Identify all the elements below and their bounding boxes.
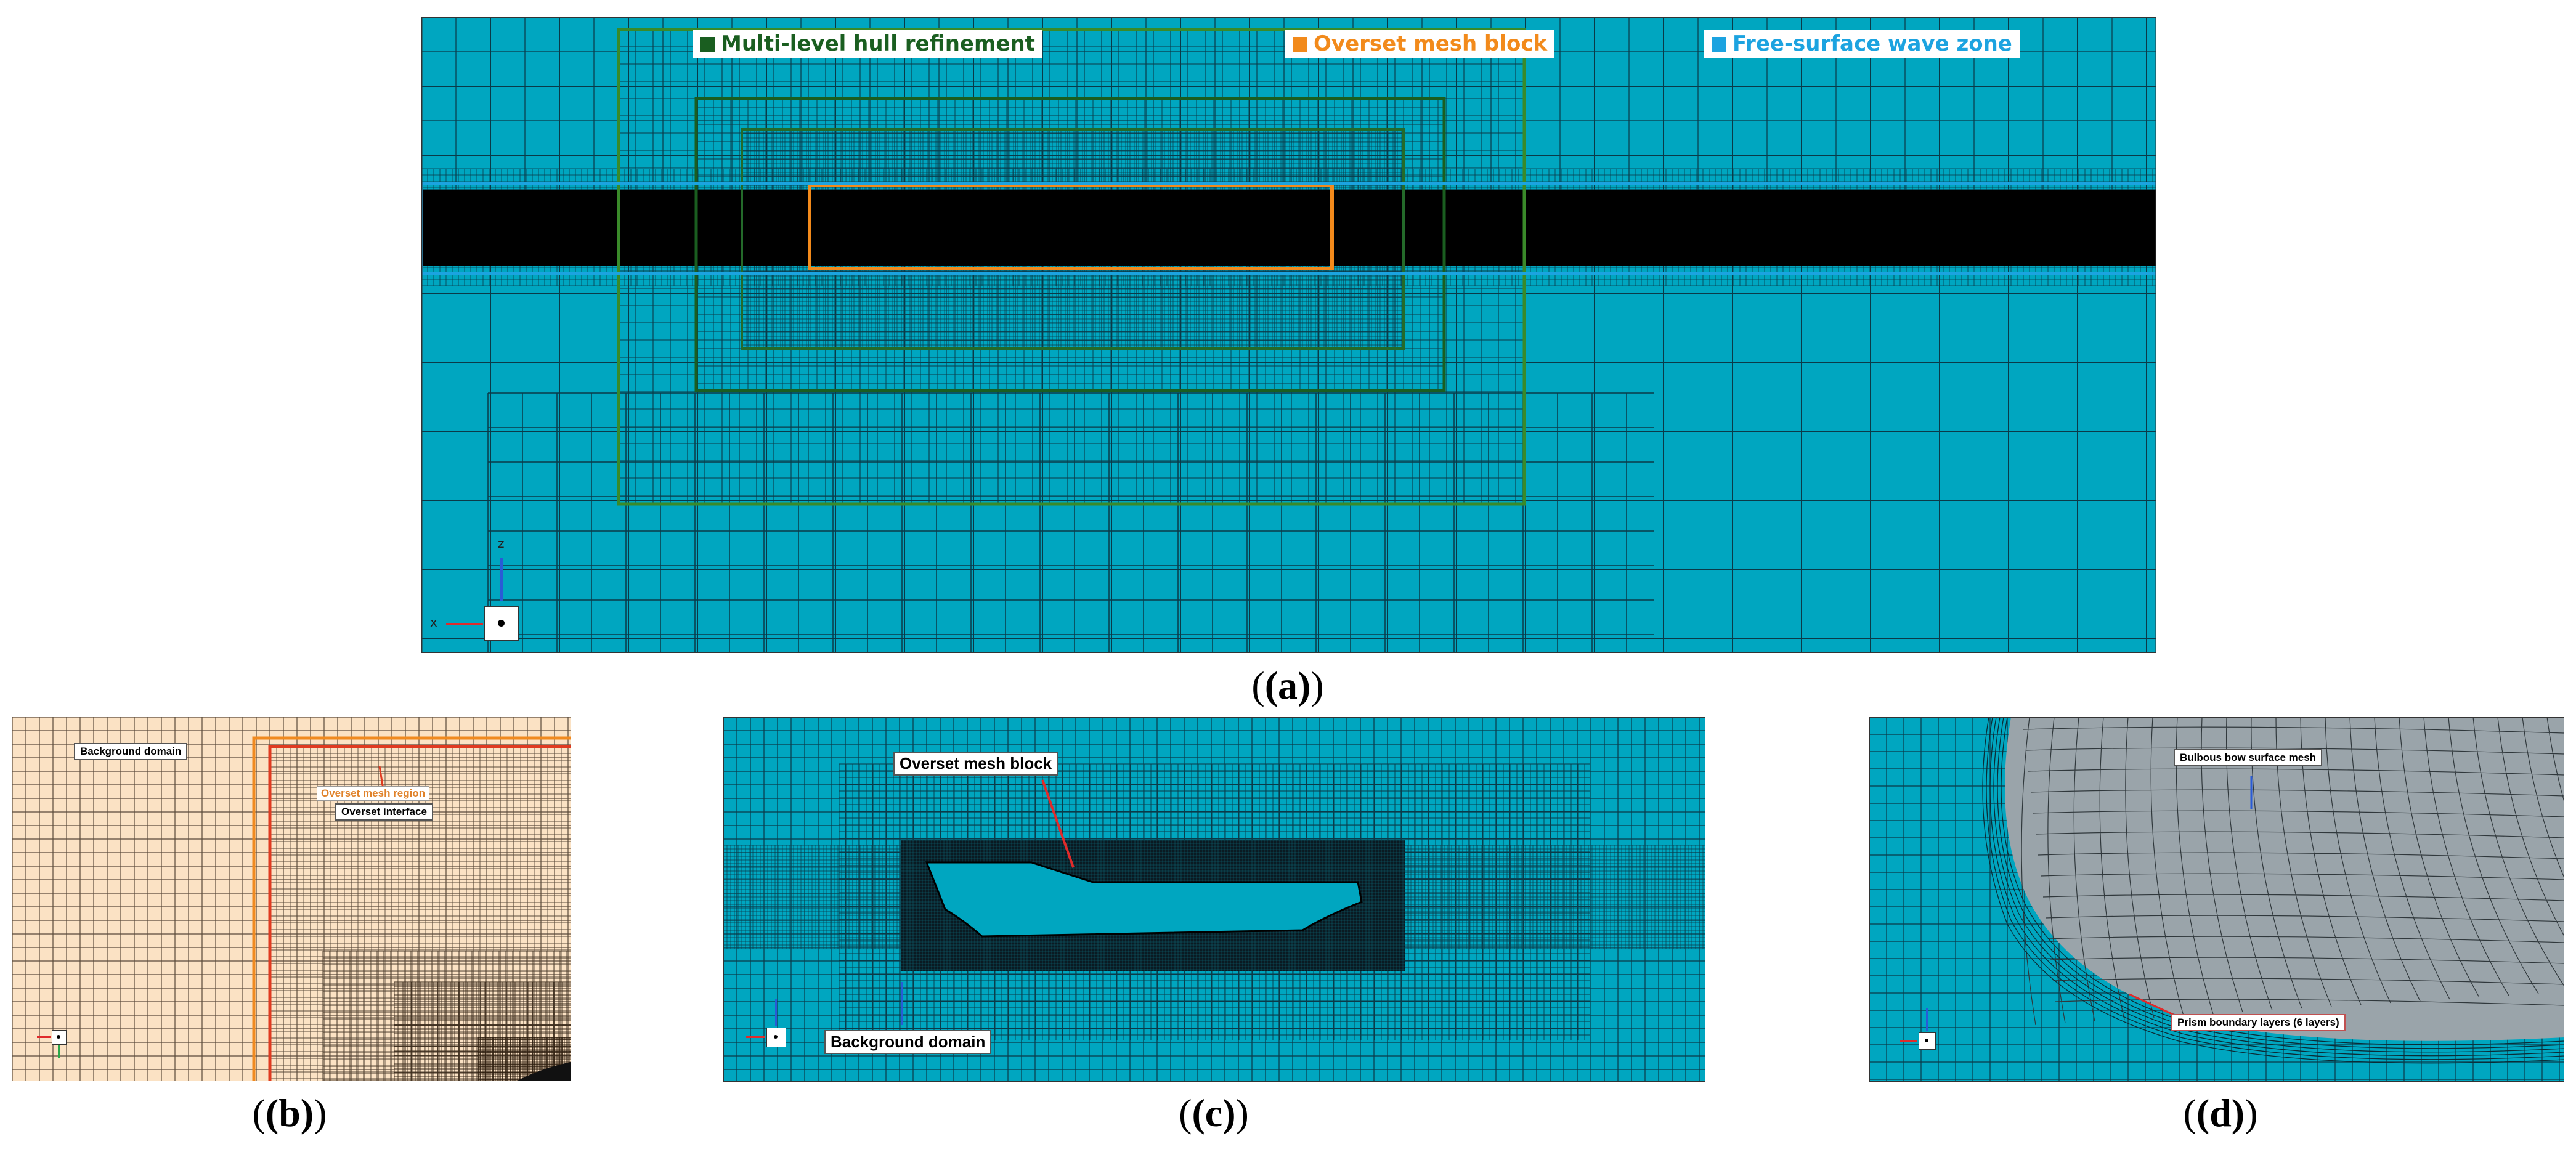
panel-b: Background domain Overset mesh region Ov… [12,717,571,1081]
x-axis-arrow [446,623,483,625]
refinement-step-3 [477,1037,571,1081]
caption-b: ((b)) [252,1091,327,1135]
z-axis-arrow [500,558,503,601]
medium-mesh-lower [487,392,1654,653]
caption-d: ((d)) [2183,1091,2258,1135]
hull-refinement-inner [741,128,1405,350]
x-axis-arrow [746,1036,765,1038]
triad-origin-dot [57,1035,60,1039]
label-background-domain-c: Background domain [824,1030,992,1054]
legend-hull-refinement-label: Multi-level hull refinement [721,31,1035,56]
panel-b-mesh [12,717,571,1081]
prism-layer-line [1993,717,2564,1053]
panel-a: Multi-level hull refinement Overset mesh… [421,17,2156,653]
overset-interface-line [268,745,571,1081]
axis-triad-b [37,1013,86,1068]
legend-swatch-green [700,37,715,52]
label-prism-layers: Prism boundary layers (6 layers) [2171,1014,2346,1031]
refinement-step-2 [394,981,571,1081]
background-domain [421,17,2156,653]
label-overset-mesh-block-c: Overset mesh block [893,752,1058,776]
background-domain-b [12,717,571,1081]
triad-origin-dot [498,620,505,627]
free-surface-wave-zone-outline [421,182,2156,275]
panel-d-mesh [1869,717,2564,1082]
x-axis-label: x [430,615,437,630]
caption-d-letter: (d) [2196,1091,2245,1135]
panel-c: Overset mesh block Background domain [723,717,1705,1082]
hull-surface-mesh [2021,717,2564,1026]
panel-d: Bulbous bow surface mesh Prism boundary … [1869,717,2564,1082]
panel-a-mesh [421,17,2156,653]
legend-swatch-blue [1712,37,1726,52]
caption-a-letter: (a) [1264,663,1311,707]
z-axis-arrow [1926,1008,1928,1031]
hull-tip [518,1062,571,1081]
caption-c-letter: (c) [1192,1091,1236,1135]
medium-mesh-upper [421,17,2156,202]
prism-layer-line [1997,717,2564,1049]
hull-section-c [925,861,1363,938]
legend-overset-block-label: Overset mesh block [1314,31,1548,56]
y-axis-arrow [58,1045,60,1058]
x-axis-arrow [1900,1040,1917,1042]
prism-layer-arrow [2129,993,2178,1018]
axis-triad-c [742,988,803,1056]
legend-hull-refinement: Multi-level hull refinement [693,30,1042,58]
overset-mesh-region-line [252,736,571,1081]
legend-wave-zone-label: Free-surface wave zone [1733,31,2012,56]
caption-a: ((a)) [1251,663,1324,707]
prism-layer-line [1986,717,2564,1060]
axis-triad-d [1894,994,1949,1062]
prism-layer-line [1989,717,2564,1057]
prism-layer-line [1982,717,2564,1064]
prism-layer-line [2001,717,2564,1045]
overset-block-arrow [1041,779,1075,868]
axis-triad-a: z x [421,529,532,652]
legend-wave-zone: Free-surface wave zone [1704,30,2020,58]
legend-overset-block: Overset mesh block [1285,30,1555,58]
hull-refinement-outer [617,28,1526,506]
hull-refinement-mid [694,97,1446,392]
triad-origin-dot [1925,1039,1928,1042]
caption-b-letter: (b) [265,1091,314,1135]
triad-box [1919,1032,1936,1050]
refinement-step-1 [322,951,571,1081]
z-axis-arrow [775,999,777,1026]
triad-origin-dot [774,1035,778,1039]
label-background-domain-b: Background domain [74,743,188,760]
legend-swatch-orange [1293,37,1307,52]
label-overset-mesh-region: Overset mesh region [317,786,430,801]
label-bulbous-bow: Bulbous bow surface mesh [2174,749,2323,766]
x-axis-arrow [37,1036,51,1038]
panel-c-mesh [723,717,1705,1082]
caption-c: ((c)) [1179,1091,1249,1135]
z-axis-label: z [498,536,505,551]
label-overset-interface: Overset interface [335,803,433,821]
free-surface-dark-band [421,190,2156,266]
